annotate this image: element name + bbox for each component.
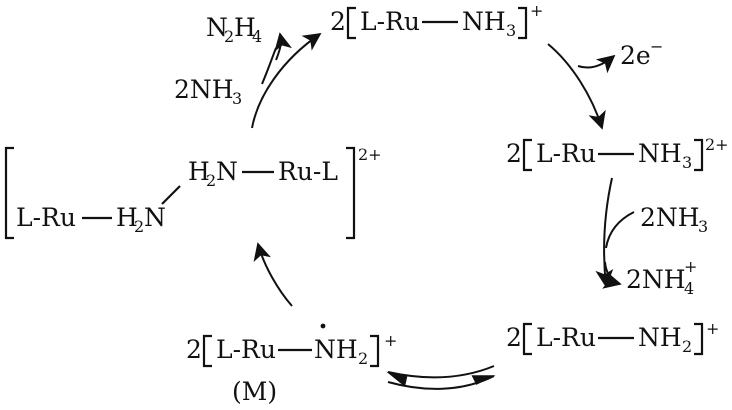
electrons-charge: − bbox=[650, 37, 663, 56]
dimer-upper-h: H bbox=[188, 157, 210, 186]
arrow-equilibrium-right bbox=[387, 375, 496, 390]
species-bottom-label: (M) bbox=[232, 377, 277, 406]
side-hydrazine-out: N 2 H 4 bbox=[206, 13, 262, 46]
arrow-dimer-to-top bbox=[251, 32, 322, 129]
species-bottom-charge: + bbox=[384, 331, 397, 350]
bracket-right bbox=[518, 6, 528, 40]
arrow-bottom-to-dimer bbox=[253, 242, 293, 307]
bracket-right bbox=[694, 138, 704, 172]
dimer-upper-n: N bbox=[216, 157, 238, 186]
ammonia-left-label: 2NH bbox=[174, 75, 234, 104]
side-ammonium-out: 2NH 4 + bbox=[626, 257, 697, 298]
species-right-upper-coef: 2 bbox=[506, 139, 522, 168]
species-bottom-coef: 2 bbox=[186, 335, 202, 364]
species-right-upper: 2 L-Ru NH 3 2+ bbox=[506, 135, 729, 172]
dimer-charge: 2+ bbox=[358, 145, 382, 164]
species-bottom-metal: L-Ru bbox=[216, 335, 276, 364]
species-right-upper-ligand: NH bbox=[638, 139, 682, 168]
species-right-lower-ligand: NH bbox=[638, 323, 682, 352]
hydrazine-h-sub: 4 bbox=[252, 27, 262, 46]
ammonia-left-sub: 3 bbox=[232, 89, 242, 108]
bracket-left bbox=[202, 334, 212, 368]
dimer-lower-h-sub: 2 bbox=[134, 217, 144, 236]
dimer-lower-metal: L-Ru bbox=[16, 203, 76, 232]
hydrazine-n: N bbox=[206, 13, 228, 42]
arrow-hydrazine-out bbox=[274, 32, 292, 61]
hydrazine-n-sub: 2 bbox=[224, 27, 234, 46]
side-ammonia-left: 2NH 3 bbox=[174, 75, 242, 108]
radical-dot bbox=[320, 323, 326, 329]
species-right-lower-charge: + bbox=[706, 319, 719, 338]
dimer-upper-metal: Ru-L bbox=[278, 157, 338, 186]
ammonium-label: 2NH bbox=[626, 265, 686, 294]
electrons-label: 2e bbox=[620, 41, 651, 70]
species-right-lower-coef: 2 bbox=[506, 323, 522, 352]
species-right-lower-ligand-sub: 2 bbox=[682, 337, 692, 356]
species-top-coef: 2 bbox=[330, 7, 346, 36]
bracket-right bbox=[694, 322, 704, 356]
species-top-charge: + bbox=[530, 1, 543, 20]
arrow-electrons-out bbox=[577, 54, 616, 74]
dimer-lower-h: H bbox=[116, 203, 138, 232]
species-right-upper-metal: L-Ru bbox=[536, 139, 596, 168]
species-dimer: 2+ H 2 N Ru-L L-Ru H 2 N bbox=[4, 145, 382, 240]
dimer-upper-h-sub: 2 bbox=[206, 171, 216, 190]
arrow-top-to-right-upper bbox=[547, 43, 606, 130]
species-bottom-ligand-sub: 2 bbox=[358, 349, 368, 368]
species-top-metal: L-Ru bbox=[360, 7, 420, 36]
species-top-ligand: NH bbox=[462, 7, 506, 36]
bracket-left bbox=[346, 6, 356, 40]
bracket-right bbox=[370, 334, 380, 368]
species-top: 2 L-Ru NH 3 + bbox=[330, 1, 543, 40]
arrow-ammonium-out bbox=[602, 261, 622, 289]
hydrazine-h: H bbox=[234, 13, 256, 42]
bracket-left bbox=[522, 138, 532, 172]
species-bottom: 2 L-Ru NH 2 + (M) bbox=[186, 323, 397, 406]
ammonia-in-label: 2NH bbox=[640, 203, 700, 232]
dimer-bracket-right bbox=[346, 146, 356, 240]
arrow-equilibrium-left bbox=[386, 365, 495, 387]
dimer-bracket-left bbox=[4, 146, 14, 240]
side-electrons: 2e − bbox=[620, 37, 663, 70]
side-ammonia-in: 2NH 3 bbox=[640, 203, 708, 236]
species-right-upper-ligand-sub: 3 bbox=[682, 153, 692, 172]
ammonium-sub: 4 bbox=[684, 279, 694, 298]
species-top-ligand-sub: 3 bbox=[506, 21, 516, 40]
arrow-ammonia-in bbox=[605, 211, 635, 249]
ammonium-charge: + bbox=[684, 257, 697, 276]
ammonia-in-sub: 3 bbox=[698, 217, 708, 236]
species-right-lower: 2 L-Ru NH 2 + bbox=[506, 319, 719, 356]
bracket-left bbox=[522, 322, 532, 356]
species-bottom-ligand: NH bbox=[314, 335, 358, 364]
species-right-upper-charge: 2+ bbox=[705, 135, 729, 154]
dimer-lower-n: N bbox=[144, 203, 166, 232]
species-right-lower-metal: L-Ru bbox=[536, 323, 596, 352]
dimer-bridge-bond bbox=[161, 185, 181, 205]
